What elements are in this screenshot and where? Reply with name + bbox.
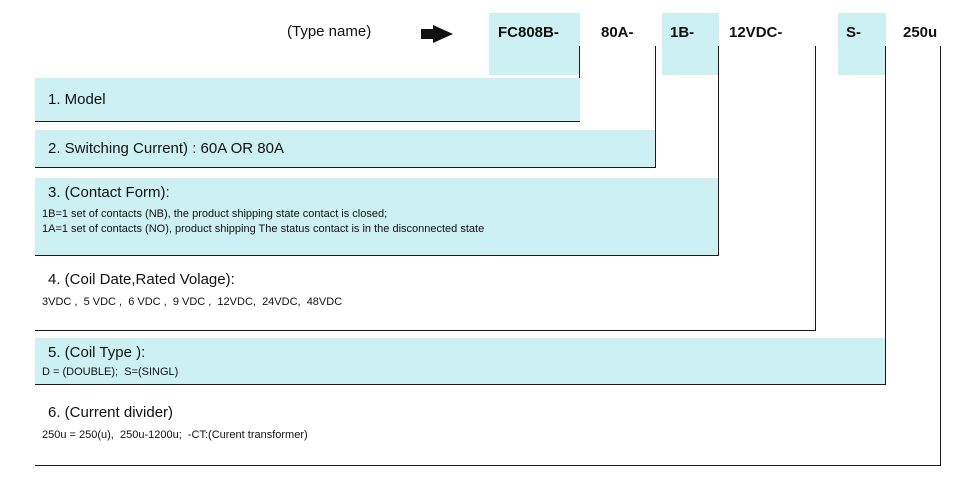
arrow-head [433,25,453,43]
part-segment-divider: 250u [903,24,938,41]
connector-line-divider [940,46,941,466]
section-current-divider: 6. (Current divider) 250u = 250(u), 250u… [35,395,940,466]
section-detail: 1A=1 set of contacts (NO), product shipp… [42,223,485,235]
arrow-tail [421,29,433,39]
connector-line-coil [885,46,886,385]
section-coil-type: 5. (Coil Type ): D = (DOUBLE); S=(SINGL) [35,338,885,385]
section-title: 5. (Coil Type ): [48,344,146,361]
section-model: 1. Model [35,78,580,122]
part-segment-voltage: 12VDC- [729,24,783,41]
connector-line-contact [718,46,719,256]
part-segment-model: FC808B- [498,24,559,41]
section-contact-form: 3. (Contact Form): 1B=1 set of contacts … [35,178,718,256]
segment-highlight-contact [662,13,719,75]
section-coil-voltage: 4. (Coil Date,Rated Volage): 3VDC , 5 VD… [35,263,815,331]
connector-line-current [655,46,656,168]
segment-highlight-coil [838,13,886,75]
section-title: 2. Switching Current) : 60A OR 80A [48,140,284,157]
part-segment-coil-type: S- [846,24,861,41]
section-title: 3. (Contact Form): [48,184,170,201]
section-detail: 3VDC , 5 VDC , 6 VDC , 9 VDC , 12VDC, 24… [42,296,343,308]
arrow-right-icon [421,25,455,43]
part-segment-current: 80A- [601,24,634,41]
section-detail: 1B=1 set of contacts (NB), the product s… [42,208,388,220]
section-detail: D = (DOUBLE); S=(SINGL) [42,366,179,378]
section-switching-current: 2. Switching Current) : 60A OR 80A [35,130,655,168]
part-segment-contact-form: 1B- [670,24,695,41]
section-detail: 250u = 250(u), 250u-1200u; -CT:(Curent t… [42,429,308,441]
section-title: 1. Model [48,91,106,108]
connector-line-voltage [815,46,816,331]
section-title: 6. (Current divider) [48,404,174,421]
type-name-label: (Type name) [287,23,372,40]
segment-highlight-model [489,13,580,75]
section-title: 4. (Coil Date,Rated Volage): [48,271,235,288]
